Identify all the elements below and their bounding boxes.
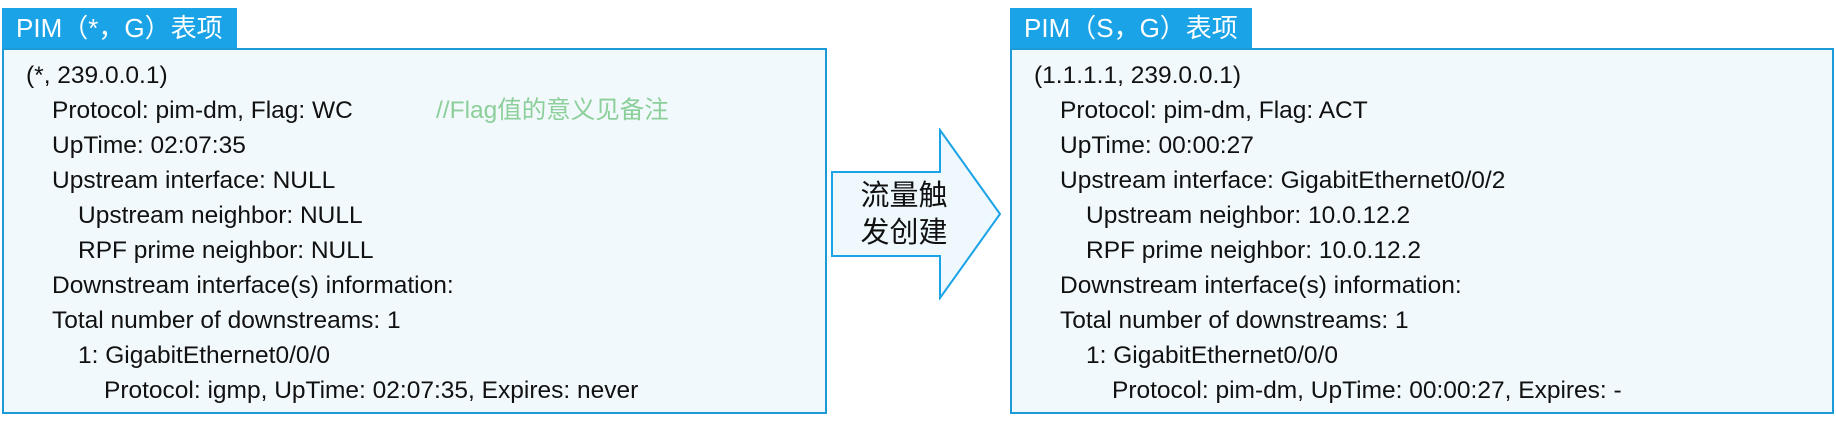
left-total-downstreams: Total number of downstreams: 1 xyxy=(52,307,401,334)
flag-note: //Flag值的意义见备注 xyxy=(436,97,669,124)
left-protocol-text: Protocol: pim-dm, Flag: WC xyxy=(52,97,353,124)
left-upstream-neighbor: Upstream neighbor: NULL xyxy=(78,202,363,229)
arrow-label: 流量触 发创建 xyxy=(844,178,964,252)
left-protocol-line: Protocol: pim-dm, Flag: WC //Flag值的意义见备注 xyxy=(26,93,825,128)
left-downstream-1: 1: GigabitEthernet0/0/0 xyxy=(78,342,330,369)
arrow-shape xyxy=(831,128,1002,300)
right-downstream-1-detail: Protocol: pim-dm, UpTime: 00:00:27, Expi… xyxy=(1112,377,1622,404)
left-entry: (*, 239.0.0.1) xyxy=(26,62,168,89)
right-downstream-1: 1: GigabitEthernet0/0/0 xyxy=(1086,342,1338,369)
left-uptime: UpTime: 02:07:35 xyxy=(52,132,246,159)
right-uptime: UpTime: 00:00:27 xyxy=(1060,132,1254,159)
right-protocol-line: Protocol: pim-dm, Flag: ACT xyxy=(1060,97,1368,124)
right-panel-title: PIM（S，G）表项 xyxy=(1010,8,1252,48)
left-panel-title: PIM（*，G）表项 xyxy=(2,8,237,48)
flow-trigger-arrow: 流量触 发创建 xyxy=(830,128,1002,300)
right-panel-s-g: (1.1.1.1, 239.0.0.1) Protocol: pim-dm, F… xyxy=(1010,48,1834,414)
right-rpf-prime-neighbor: RPF prime neighbor: 10.0.12.2 xyxy=(1086,237,1422,264)
arrow-label-line2: 发创建 xyxy=(860,217,948,249)
left-panel-star-g: (*, 239.0.0.1) Protocol: pim-dm, Flag: W… xyxy=(2,48,827,414)
right-downstream-info: Downstream interface(s) information: xyxy=(1060,272,1462,299)
left-rpf-prime-neighbor: RPF prime neighbor: NULL xyxy=(78,237,374,264)
left-upstream-interface: Upstream interface: NULL xyxy=(52,167,336,194)
right-total-downstreams: Total number of downstreams: 1 xyxy=(1060,307,1409,334)
arrow-label-line1: 流量触 xyxy=(860,180,948,212)
right-upstream-interface: Upstream interface: GigabitEthernet0/0/2 xyxy=(1060,167,1506,194)
left-downstream-1-detail: Protocol: igmp, UpTime: 02:07:35, Expire… xyxy=(104,377,639,404)
right-entry: (1.1.1.1, 239.0.0.1) xyxy=(1034,62,1242,89)
left-downstream-info: Downstream interface(s) information: xyxy=(52,272,454,299)
arrow-polygon xyxy=(831,128,1002,300)
right-upstream-neighbor: Upstream neighbor: 10.0.12.2 xyxy=(1086,202,1411,229)
